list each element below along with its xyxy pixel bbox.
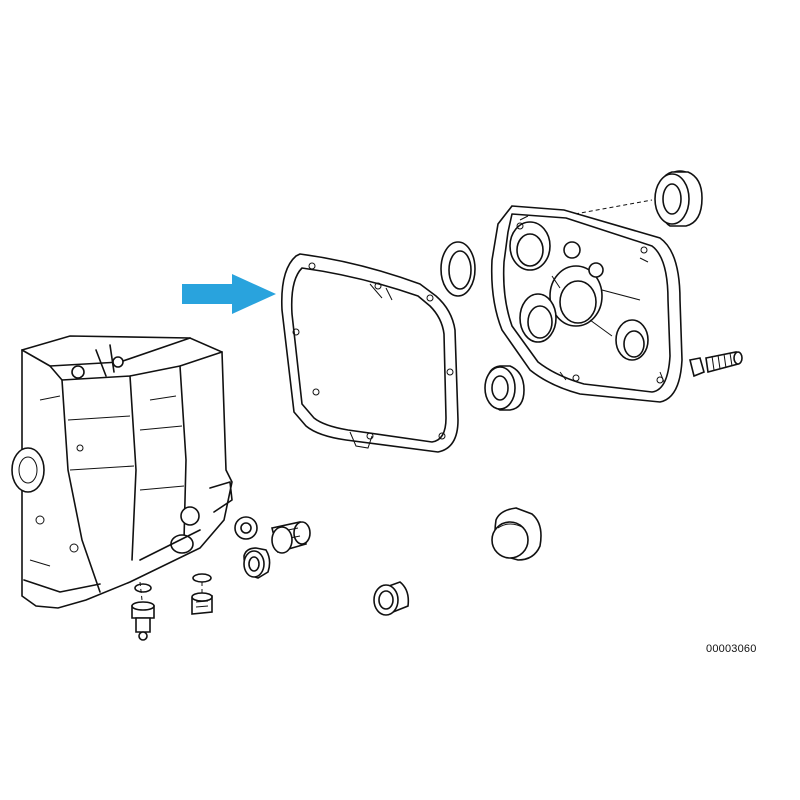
drain-plug [234,516,311,554]
shaft-seal-lower [484,365,525,411]
shim-ring [440,241,476,297]
shaft-seal-upper [574,170,703,227]
filler-plug-ring [243,547,271,579]
sensor-switch [131,583,155,641]
part-number-label: 00003060 [706,643,757,655]
assembly-line [139,581,203,601]
transmission-housing [11,335,233,609]
highlight-arrow-icon [182,274,276,314]
bearing-cup [491,507,542,561]
needle-bearing [373,581,410,616]
plug-screw [191,573,213,615]
gasket [280,253,459,453]
transmission-cover [490,205,683,403]
stud-bolt [689,351,743,378]
